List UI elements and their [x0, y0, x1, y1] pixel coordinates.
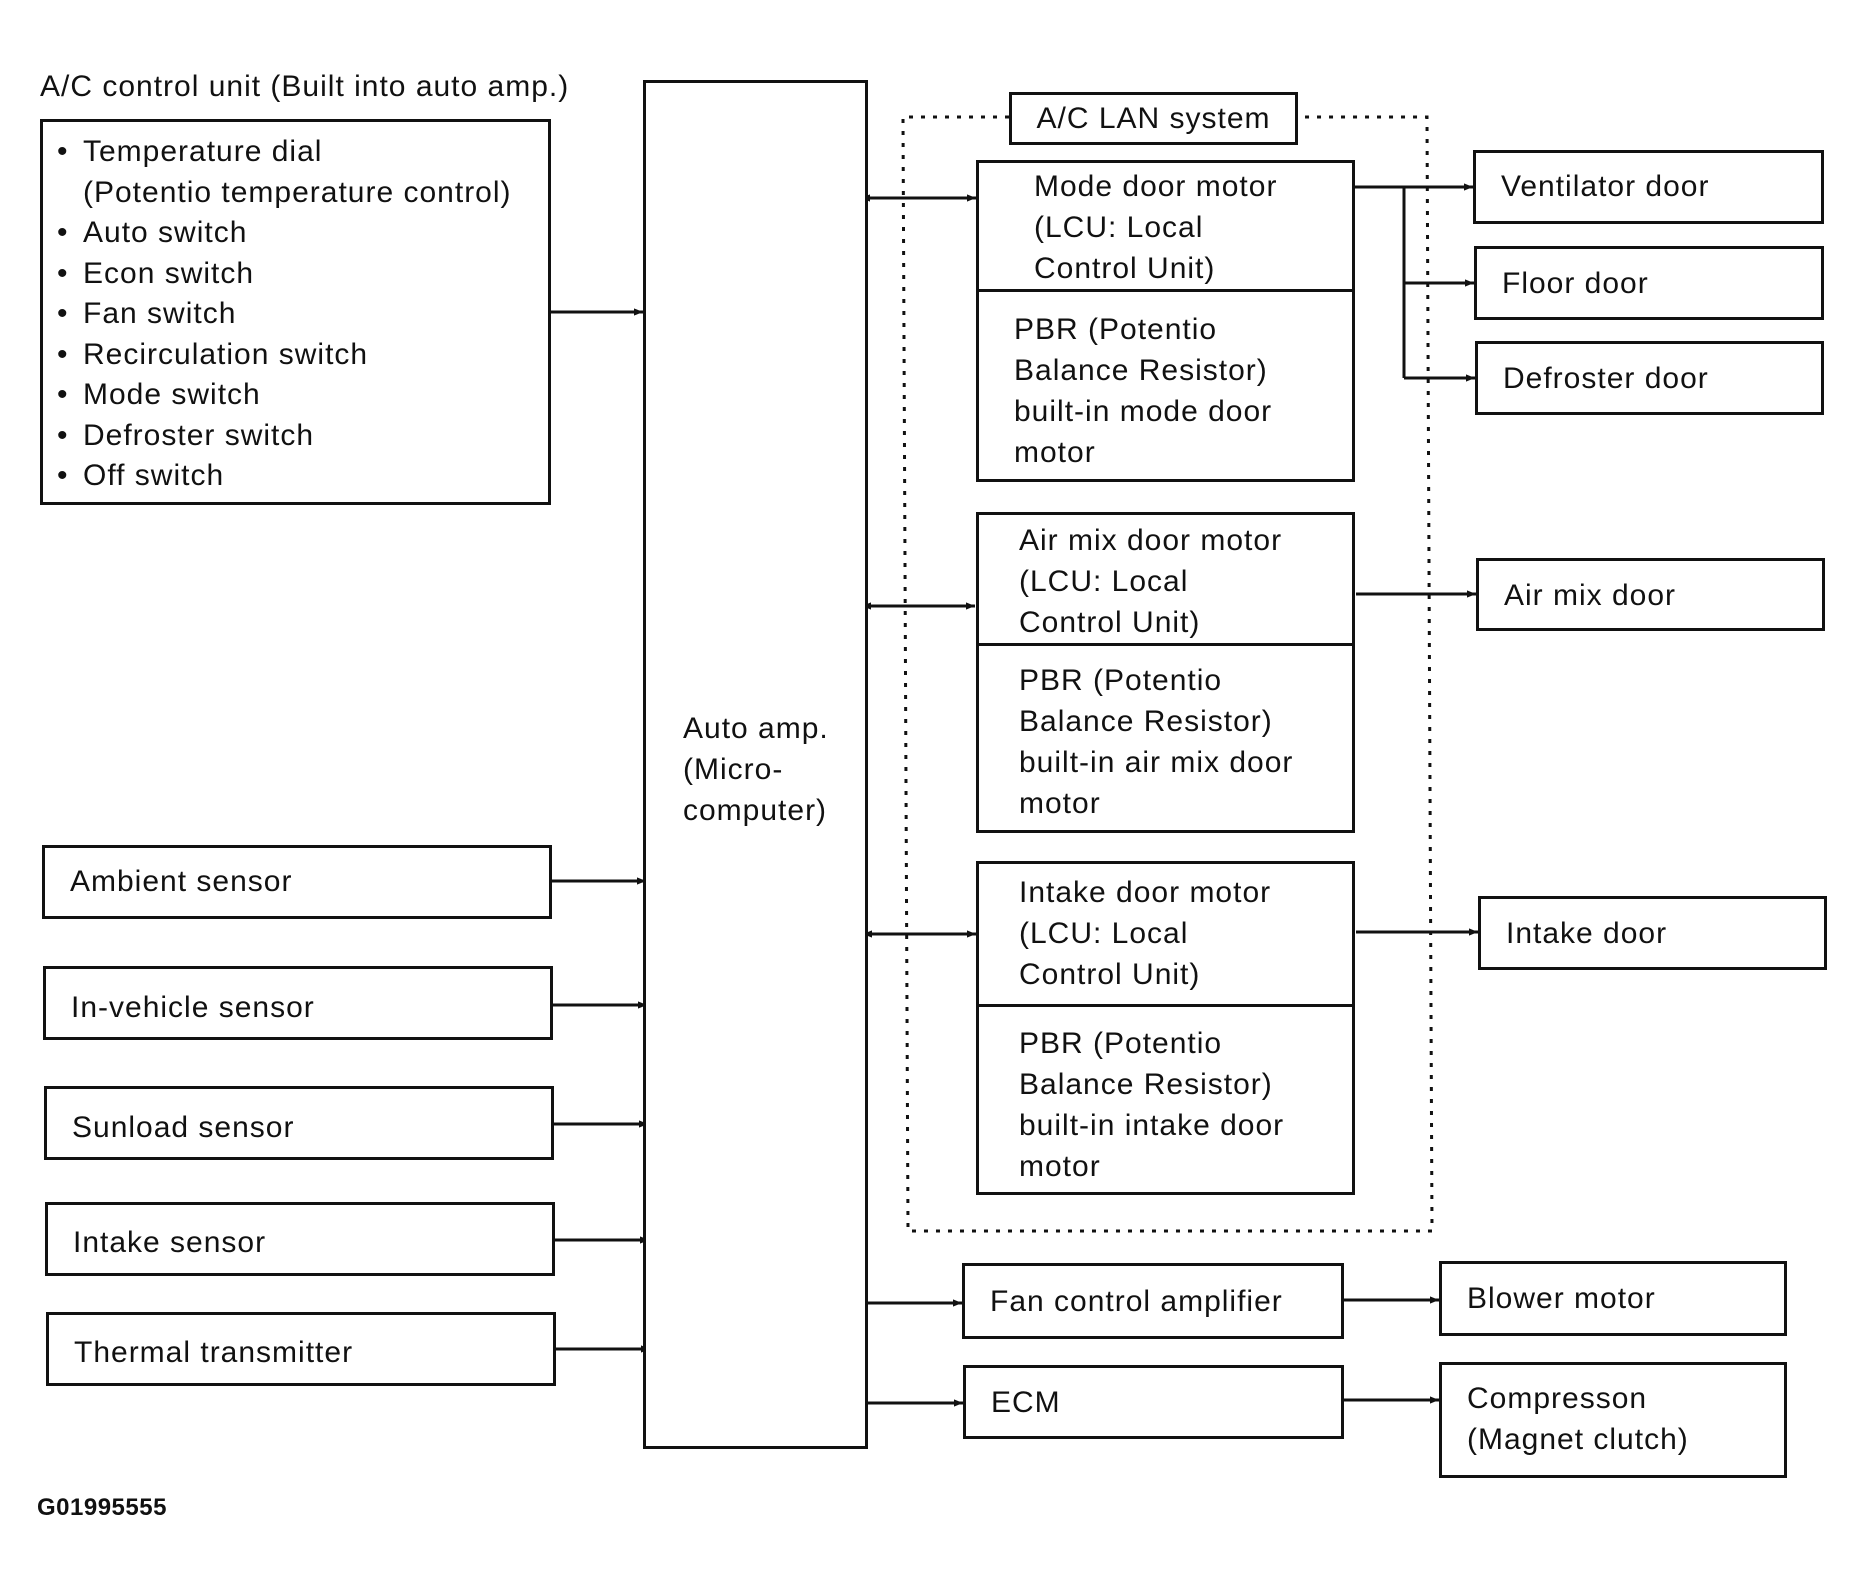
motor-pbr-line: PBR (Potentio — [1019, 1027, 1223, 1060]
motor-pbr-line: motor — [1019, 1150, 1101, 1183]
motor-lcu-line: Intake door motor — [1019, 876, 1272, 909]
sensor-label: Intake sensor — [73, 1226, 267, 1259]
list-item: Off switch — [53, 456, 512, 497]
motor-lcu-line: Air mix door motor — [1019, 524, 1283, 557]
intake-door-box: Intake door — [1478, 896, 1827, 970]
auto-amp-line: Auto amp. — [683, 712, 829, 745]
in-vehicle-sensor-box: In-vehicle sensor — [43, 966, 553, 1040]
door-label: Ventilator door — [1501, 170, 1710, 203]
auto-amp-line: (Micro- — [683, 753, 784, 786]
motor-lcu-line: Control Unit) — [1019, 958, 1201, 991]
sensor-label: Ambient sensor — [70, 865, 293, 898]
ecm-label: ECM — [991, 1386, 1061, 1419]
auto-amp-line: computer) — [683, 794, 828, 827]
ventilator-door-box: Ventilator door — [1473, 150, 1824, 224]
sensor-label: Sunload sensor — [72, 1111, 295, 1144]
defroster-door-box: Defroster door — [1475, 341, 1824, 415]
switch-list: Temperature dial (Potentio temperature c… — [53, 132, 512, 497]
thermal-transmitter-box: Thermal transmitter — [46, 1312, 556, 1386]
list-item: Fan switch — [53, 294, 512, 335]
sunload-sensor-box: Sunload sensor — [44, 1086, 554, 1160]
list-item: Temperature dial — [53, 132, 512, 173]
fan-control-label: Fan control amplifier — [990, 1285, 1283, 1318]
motor-divider — [979, 643, 1352, 646]
door-label: Intake door — [1506, 917, 1668, 950]
motor-lcu-line: Control Unit) — [1034, 252, 1216, 285]
figure-code: G01995555 — [37, 1494, 167, 1521]
door-label: Floor door — [1502, 267, 1649, 300]
intake-sensor-box: Intake sensor — [45, 1202, 555, 1276]
list-item: Econ switch — [53, 254, 512, 295]
air-mix-door-motor-box: Air mix door motor (LCU: Local Control U… — [976, 512, 1355, 833]
intake-door-motor-box: Intake door motor (LCU: Local Control Un… — [976, 861, 1355, 1195]
motor-pbr-line: Balance Resistor) — [1014, 354, 1268, 387]
motor-lcu-line: (LCU: Local — [1034, 211, 1204, 244]
ambient-sensor-box: Ambient sensor — [42, 845, 552, 919]
blower-motor-box: Blower motor — [1439, 1261, 1787, 1336]
motor-lcu-line: Mode door motor — [1034, 170, 1278, 203]
door-label: Defroster door — [1503, 362, 1709, 395]
motor-pbr-line: built-in intake door — [1019, 1109, 1285, 1142]
floor-door-box: Floor door — [1474, 246, 1824, 320]
motor-lcu-line: Control Unit) — [1019, 606, 1201, 639]
control-unit-box: Temperature dial (Potentio temperature c… — [40, 119, 551, 505]
motor-pbr-line: built-in mode door — [1014, 395, 1273, 428]
compressor-label: Compresson — [1467, 1382, 1648, 1415]
motor-pbr-line: motor — [1014, 436, 1096, 469]
list-item: Defroster switch — [53, 416, 512, 457]
lan-system-title: A/C LAN system — [1009, 92, 1298, 145]
motor-pbr-line: PBR (Potentio — [1019, 664, 1223, 697]
mode-door-motor-box: Mode door motor (LCU: Local Control Unit… — [976, 160, 1355, 482]
motor-pbr-line: Balance Resistor) — [1019, 1068, 1273, 1101]
compressor-box: Compresson (Magnet clutch) — [1439, 1362, 1787, 1478]
motor-lcu-line: (LCU: Local — [1019, 565, 1189, 598]
control-unit-title: A/C control unit (Built into auto amp.) — [40, 70, 570, 103]
blower-motor-label: Blower motor — [1467, 1282, 1656, 1315]
list-item: (Potentio temperature control) — [83, 175, 512, 209]
sensor-label: Thermal transmitter — [74, 1336, 354, 1369]
motor-divider — [979, 289, 1352, 292]
fan-control-amplifier-box: Fan control amplifier — [962, 1263, 1344, 1339]
compressor-label: (Magnet clutch) — [1467, 1423, 1689, 1456]
list-item: Mode switch — [53, 375, 512, 416]
list-item: Recirculation switch — [53, 335, 512, 376]
ecm-box: ECM — [963, 1365, 1344, 1439]
motor-pbr-line: PBR (Potentio — [1014, 313, 1218, 346]
sensor-label: In-vehicle sensor — [71, 991, 315, 1024]
motor-pbr-line: Balance Resistor) — [1019, 705, 1273, 738]
motor-pbr-line: built-in air mix door — [1019, 746, 1294, 779]
door-label: Air mix door — [1504, 579, 1677, 612]
air-mix-door-box: Air mix door — [1476, 558, 1825, 631]
motor-divider — [979, 1004, 1352, 1007]
auto-amp-box: Auto amp. (Micro- computer) — [643, 80, 868, 1449]
motor-lcu-line: (LCU: Local — [1019, 917, 1189, 950]
list-item: Auto switch — [53, 213, 512, 254]
motor-pbr-line: motor — [1019, 787, 1101, 820]
